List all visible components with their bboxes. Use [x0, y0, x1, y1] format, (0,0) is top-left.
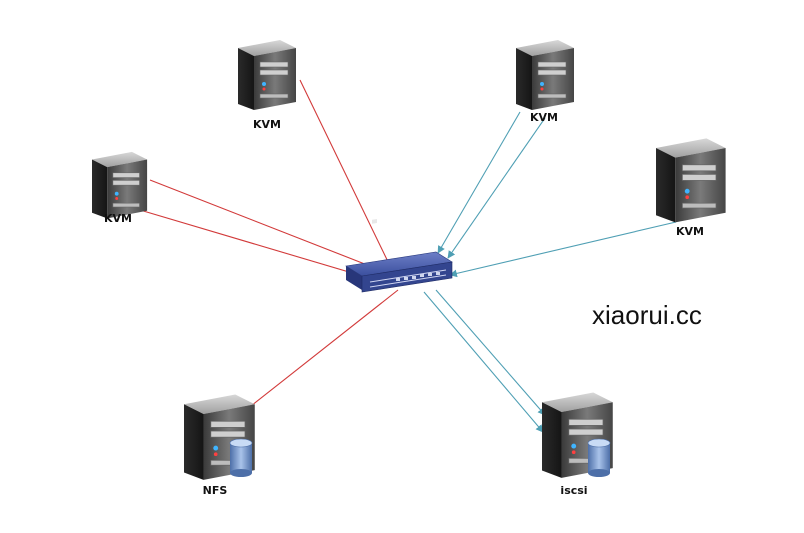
- kvm-top-left-server-icon: [237, 39, 297, 111]
- link-kvm-left-a: [149, 179, 376, 270]
- iscsi-disk-icon: [587, 438, 611, 478]
- links: [139, 79, 677, 433]
- kvm-right-label: KVM: [676, 225, 704, 238]
- kvm-top-left-label: KVM: [253, 118, 281, 131]
- kvm-top-right-label: KVM: [530, 111, 558, 124]
- switch-icon: [345, 218, 453, 293]
- kvm-right-server-icon: [655, 137, 727, 223]
- link-iscsi-b: [435, 289, 546, 416]
- link-kvm-top-left: [299, 79, 393, 271]
- link-kvm-top-right-b: [447, 117, 546, 259]
- watermark-text: xiaorui.cc: [592, 300, 702, 330]
- kvm-top-right-server-icon: [515, 39, 575, 111]
- iscsi-label: iscsi: [560, 484, 588, 497]
- kvm-left-label: KVM: [104, 212, 132, 225]
- nfs-disk-icon: [229, 438, 253, 478]
- nfs-label: NFS: [202, 484, 228, 497]
- link-kvm-top-right-a: [437, 111, 521, 254]
- link-iscsi-a: [423, 291, 544, 433]
- kvm-left-server-icon: [91, 151, 148, 219]
- link-kvm-right: [449, 221, 677, 278]
- link-kvm-left-b: [139, 209, 387, 285]
